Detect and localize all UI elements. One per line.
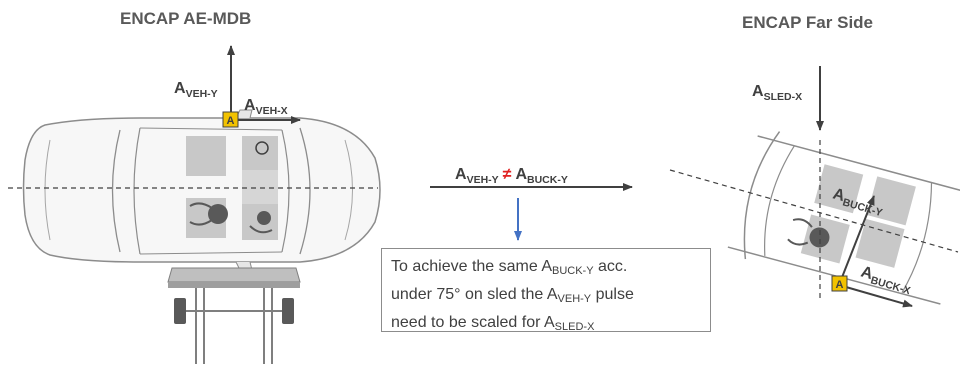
right-title: ENCAP Far Side	[742, 13, 873, 32]
right-seat-2	[866, 176, 916, 226]
note-line-2: under 75° on sled the AVEH-Y pulse	[391, 286, 634, 305]
svg-text:A: A	[227, 115, 235, 127]
right-car-diagram	[727, 131, 960, 305]
left-car-diagram	[22, 109, 381, 271]
right-seat-1	[814, 164, 864, 214]
left-title: ENCAP AE-MDB	[120, 9, 251, 28]
buck-x-axis-arrow	[838, 284, 913, 308]
right-point-marker	[831, 275, 848, 292]
note-line-3: need to be scaled for ASLED-X	[391, 314, 595, 333]
label-a-veh-y: AVEH-Y	[174, 80, 218, 100]
label-a-veh-x: AVEH-X	[244, 97, 288, 117]
label-veh-y-neq-buck-y: AVEH-Y≠ABUCK-Y	[455, 166, 568, 186]
left-seat-rear-left	[186, 136, 226, 176]
dummy-head-icon	[208, 204, 228, 224]
right-centerline	[669, 169, 959, 253]
right-seat-3	[855, 218, 905, 268]
label-a-sled-x: ASLED-X	[752, 83, 802, 103]
left-point-marker	[222, 111, 239, 128]
buck-y-axis-arrow	[838, 195, 875, 286]
mdb-trolley	[167, 267, 301, 364]
note-line-1: To achieve the same ABUCK-Y acc.	[391, 258, 628, 277]
svg-text:A: A	[836, 279, 844, 291]
scaling-note: To achieve the same ABUCK-Y acc. under 7…	[381, 248, 711, 333]
left-car-body	[22, 117, 381, 263]
